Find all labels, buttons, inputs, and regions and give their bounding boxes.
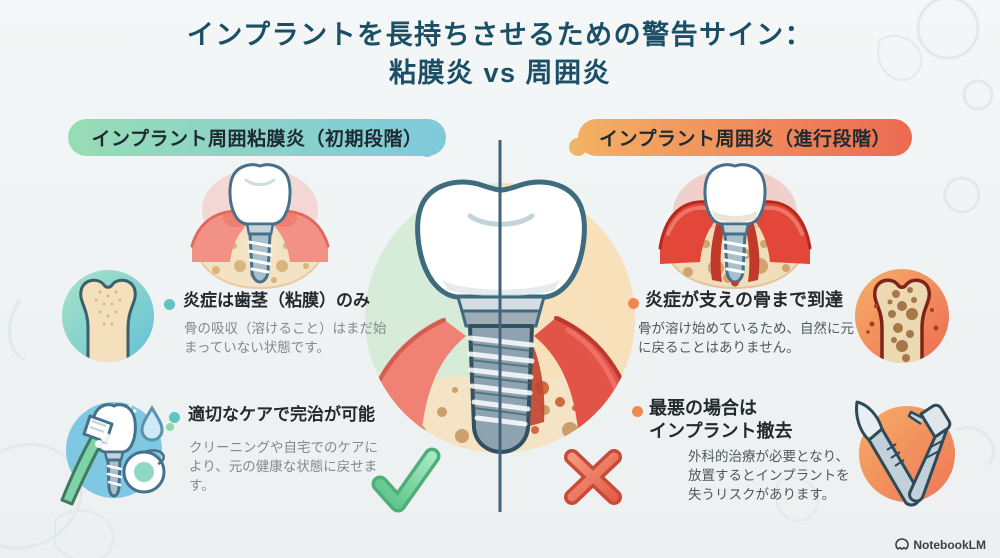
right-point-1-desc: 骨が溶け始めているため、自然に元に戻ることはありません。: [638, 321, 854, 356]
watermark-label: NotebookLM: [913, 538, 986, 552]
right-stage-badge: インプラント周囲炎（進行段階）: [578, 119, 912, 156]
left-stage-badge-label: インプラント周囲粘膜炎（初期段階）: [91, 129, 423, 150]
severe-implant-illustration: [658, 163, 812, 290]
bullet-dot: [632, 406, 643, 417]
page-title-line2: 粘膜炎 vs 周囲炎: [388, 58, 612, 88]
cross-icon: [564, 449, 622, 505]
bullet-dot: [169, 412, 180, 423]
mild-implant-illustration: [190, 163, 330, 290]
healthy-bone-icon: [62, 270, 154, 362]
left-point-1-title: 炎症は歯茎（粘膜）のみ: [183, 291, 370, 310]
page-title-line1: インプラントを長持ちさせるための警告サイン：: [186, 20, 814, 50]
check-icon: [371, 447, 441, 513]
center-implant-illustration: [365, 140, 635, 512]
bullet-dot: [164, 299, 175, 310]
page-title: インプラントを長持ちさせるための警告サイン： 粘膜炎 vs 周囲炎: [0, 16, 1000, 92]
left-point-2-desc: クリーニングや自宅でのケアにより、元の健康な状態に戻せます。: [189, 440, 378, 494]
watermark: NotebookLM: [895, 538, 986, 552]
left-point-2-title: 適切なケアで完治が可能: [188, 405, 375, 424]
notebooklm-logo-icon: [895, 538, 910, 550]
right-point-1-title: 炎症が支えの骨まで到達: [645, 290, 843, 310]
left-stage-badge: インプラント周囲粘膜炎（初期段階）: [68, 119, 446, 156]
home-care-icon: [60, 402, 166, 506]
right-point-2-title: 最悪の場合は インプラント撤去: [649, 398, 793, 441]
bullet-dot: [628, 298, 639, 309]
surgery-tools-icon: [855, 400, 955, 507]
bone-loss-icon: [855, 269, 949, 363]
right-point-2-desc: 外科的治療が必要となり、放置するとインプラントを失うリスクがあります。: [688, 449, 850, 503]
left-point-1-desc: 骨の吸収（溶けること）はまだ始まっていない状態です。: [184, 321, 387, 356]
right-stage-badge-label: インプラント周囲炎（進行段階）: [599, 129, 891, 150]
